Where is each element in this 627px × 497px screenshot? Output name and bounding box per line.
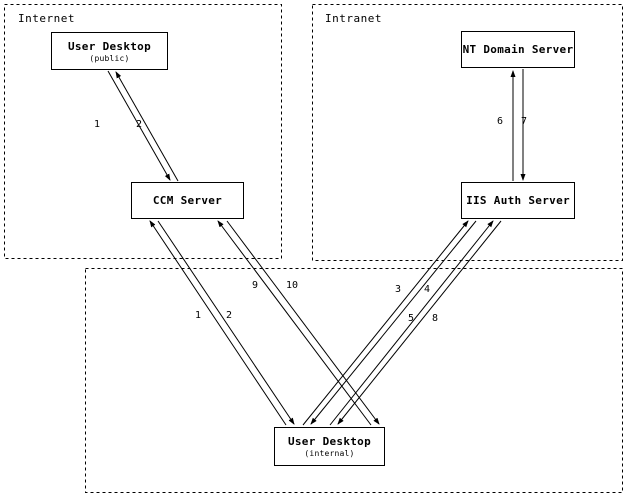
flow-label-1-internal-ccm: 1: [195, 310, 202, 321]
connector-8-iis-to-internal: [337, 220, 502, 425]
connector-4-iis-to-internal: [310, 220, 477, 425]
node-title-iis-auth-server: IIS Auth Server: [466, 194, 570, 207]
flow-label-6-iis-nt: 6: [497, 116, 504, 127]
zone-internal-boundary: [85, 268, 623, 493]
connector-5-internal-to-iis: [329, 220, 494, 426]
connector-2-ccm-to-public: [115, 71, 179, 182]
flow-label-5-internal-iis: 5: [408, 313, 415, 324]
flow-label-4-iis-internal: 4: [424, 284, 431, 295]
zone-label-intranet: Intranet: [325, 12, 382, 25]
flow-label-9-internal-ccm: 9: [252, 280, 259, 291]
node-subtitle-user-desktop-internal: (internal): [304, 449, 355, 458]
flow-label-10-ccm-internal: 10: [286, 280, 299, 291]
connector-2-ccm-to-internal: [157, 220, 295, 425]
node-user-desktop-public[interactable]: User Desktop (public): [51, 32, 168, 70]
connector-1-public-to-ccm: [107, 70, 171, 181]
node-subtitle-user-desktop-public: (public): [89, 53, 130, 63]
zone-internet-boundary: [4, 4, 282, 259]
zone-label-internet: Internet: [18, 12, 75, 25]
flow-label-7-nt-iis: 7: [521, 116, 528, 127]
connector-1-internal-to-ccm: [149, 220, 287, 426]
connector-3-internal-to-iis: [302, 220, 469, 426]
flow-label-2-ccm-internal: 2: [226, 310, 233, 321]
connector-9-internal-to-ccm: [217, 220, 372, 426]
connector-10-ccm-to-internal: [226, 220, 380, 425]
flow-label-2-ccm-public: 2: [136, 119, 143, 130]
flow-label-8-iis-internal: 8: [432, 313, 439, 324]
zone-intranet-boundary: [312, 4, 623, 261]
node-title-user-desktop-internal: User Desktop: [287, 435, 372, 448]
node-ccm-server[interactable]: CCM Server: [131, 182, 244, 219]
node-nt-domain-server[interactable]: NT Domain Server: [461, 31, 575, 68]
node-title-ccm-server: CCM Server: [152, 194, 223, 207]
node-user-desktop-internal[interactable]: User Desktop (internal): [274, 427, 385, 466]
node-title-nt-domain-server: NT Domain Server: [462, 43, 574, 56]
node-title-user-desktop-public: User Desktop: [67, 39, 152, 53]
flow-label-3-internal-iis: 3: [395, 284, 402, 295]
node-iis-auth-server[interactable]: IIS Auth Server: [461, 182, 575, 219]
flow-label-1-public-ccm: 1: [94, 119, 101, 130]
